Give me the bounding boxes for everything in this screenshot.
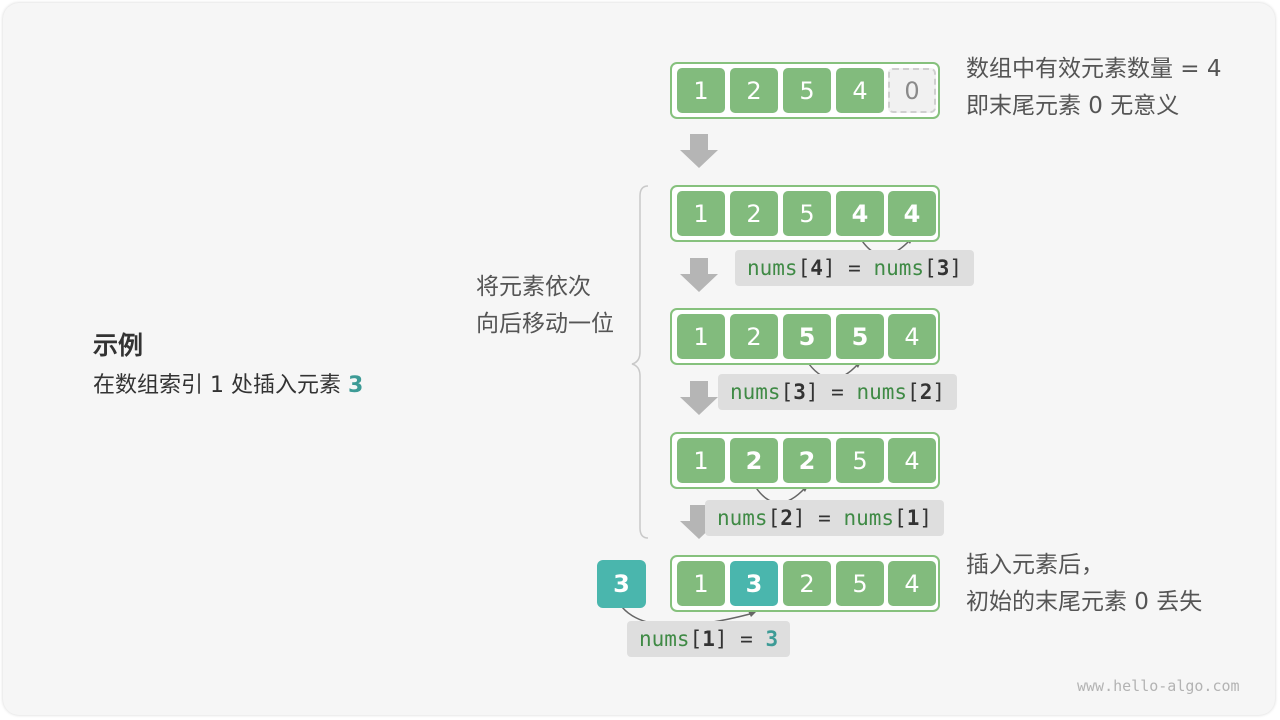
array-cell: 4 <box>836 68 884 113</box>
array-cell: 1 <box>677 438 725 483</box>
array-cell: 4 <box>888 314 936 359</box>
array-row-step2: 1 2 5 5 4 <box>670 308 940 365</box>
array-cell-inserted: 3 <box>730 561 778 606</box>
array-row-step3: 1 2 2 5 4 <box>670 432 940 489</box>
top-note-line2: 即末尾元素 0 无意义 <box>966 93 1180 119</box>
code-label: nums[3] = nums[2] <box>718 374 958 410</box>
array-cell: 4 <box>888 561 936 606</box>
code-label: nums[1] = 3 <box>627 621 791 657</box>
array-cell: 2 <box>730 191 778 236</box>
array-cell-unused: 0 <box>888 68 936 113</box>
array-cell: 4 <box>888 191 936 236</box>
array-cell: 2 <box>783 561 831 606</box>
array-cell: 2 <box>730 314 778 359</box>
array-cell: 5 <box>783 191 831 236</box>
array-row-initial: 1 2 5 4 0 <box>670 62 940 119</box>
result-note-line2: 初始的末尾元素 0 丢失 <box>966 589 1203 615</box>
array-cell: 4 <box>888 438 936 483</box>
array-cell: 4 <box>836 191 884 236</box>
top-note-line1: 数组中有效元素数量 = 4 <box>966 56 1222 82</box>
array-cell: 2 <box>730 438 778 483</box>
example-description-text: 在数组索引 1 处插入元素 <box>93 373 348 398</box>
down-arrow-icon <box>680 381 718 415</box>
shift-note-line2: 向后移动一位 <box>476 311 614 337</box>
array-cell: 5 <box>783 68 831 113</box>
watermark: www.hello-algo.com <box>1077 677 1240 695</box>
result-note-line1: 插入元素后， <box>966 552 1104 578</box>
array-cell: 5 <box>783 314 831 359</box>
example-title: 示例 <box>93 331 144 360</box>
array-cell: 5 <box>836 314 884 359</box>
down-arrow-icon <box>680 505 718 539</box>
array-cell: 1 <box>677 561 725 606</box>
insert-element: 3 <box>597 560 646 608</box>
array-cell: 2 <box>783 438 831 483</box>
brace-icon <box>631 185 649 539</box>
down-arrow-icon <box>680 258 718 292</box>
example-description: 在数组索引 1 处插入元素 3 <box>93 367 363 399</box>
array-cell: 5 <box>836 438 884 483</box>
array-cell: 2 <box>730 68 778 113</box>
array-cell: 5 <box>836 561 884 606</box>
shift-note-line1: 将元素依次 <box>476 274 591 300</box>
array-row-step1: 1 2 5 4 4 <box>670 185 940 242</box>
code-label: nums[2] = nums[1] <box>705 500 945 536</box>
array-cell: 1 <box>677 191 725 236</box>
array-cell: 1 <box>677 68 725 113</box>
array-cell: 1 <box>677 314 725 359</box>
code-label: nums[4] = nums[3] <box>735 250 975 286</box>
example-insert-value: 3 <box>347 373 364 398</box>
array-row-final: 1 3 2 5 4 <box>670 555 940 612</box>
down-arrow-icon <box>680 134 718 168</box>
